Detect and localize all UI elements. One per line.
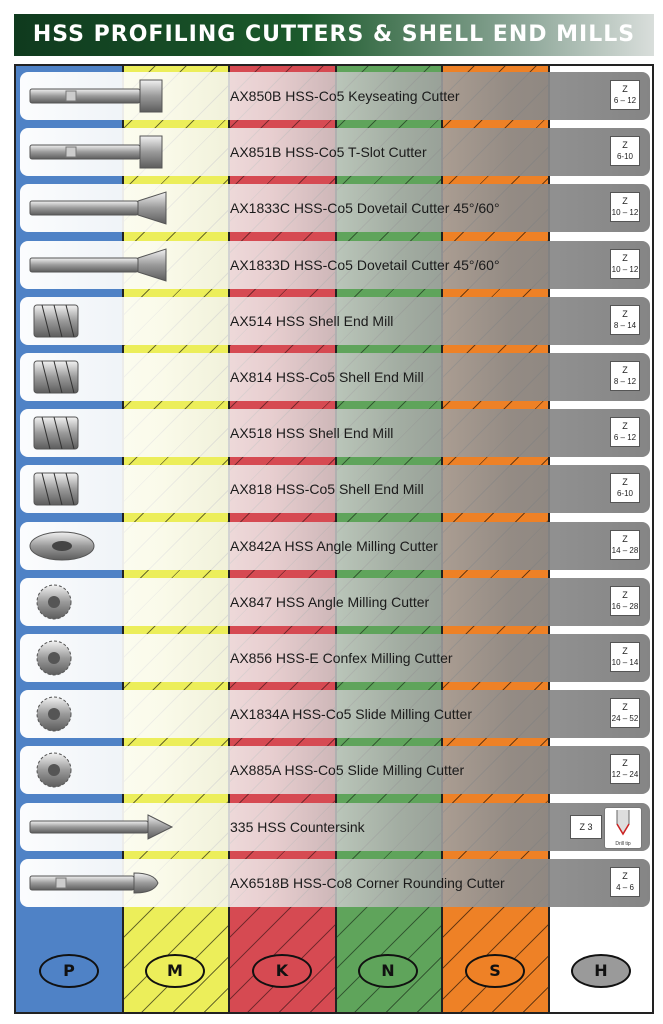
material-badge-m: M xyxy=(145,954,205,988)
teeth-label: Z xyxy=(622,365,628,375)
product-name: AX818 HSS-Co5 Shell End Mill xyxy=(230,481,424,498)
shell-end-mill-icon xyxy=(26,471,176,507)
dovetail-cutter-icon xyxy=(26,190,176,226)
angle-cutter-icon xyxy=(26,528,176,564)
teeth-range: 14 – 28 xyxy=(611,545,639,555)
page-title: HSS PROFILING CUTTERS & SHELL END MILLS xyxy=(14,14,654,56)
material-badge-s: S xyxy=(465,954,525,988)
product-name: AX885A HSS-Co5 Slide Milling Cutter xyxy=(230,762,465,779)
keyseat-cutter-icon xyxy=(26,78,176,114)
product-name: AX814 HSS-Co5 Shell End Mill xyxy=(230,369,424,385)
drill-tip-label: Drill tip xyxy=(615,840,631,847)
product-name: AX1833D HSS-Co5 Dovetail Cutter 45°/60° xyxy=(230,256,500,273)
teeth-range: 10 – 12 xyxy=(611,208,639,218)
product-name: AX1833C HSS-Co5 Dovetail Cutter 45°/60° xyxy=(230,200,500,217)
disc-cutter-icon xyxy=(26,752,176,788)
teeth-range: 8 – 14 xyxy=(613,320,637,330)
material-badge-h: H xyxy=(571,954,631,988)
product-name: AX842A HSS Angle Milling Cutter xyxy=(230,537,438,554)
corner-rounding-cutter-icon xyxy=(26,865,176,901)
product-name: AX847 HSS Angle Milling Cutter xyxy=(230,593,430,610)
material-badge-n: N xyxy=(358,954,418,988)
teeth-label: Z xyxy=(622,589,628,600)
shell-end-mill-icon xyxy=(26,415,176,451)
teeth-label: Z xyxy=(622,308,628,319)
product-row: AX856 HSS-E Confex Milling Cutter Z 10 – 1… xyxy=(20,634,650,682)
teeth-range: 6-10 xyxy=(616,489,633,499)
countersink-icon xyxy=(26,809,176,845)
teeth-label: Z xyxy=(622,533,628,544)
teeth-range: 6 – 12 xyxy=(613,96,637,105)
teeth-range: 6-10 xyxy=(616,152,633,162)
teeth-label: Z xyxy=(622,702,628,713)
product-row: AX850B HSS-Co5 Keyseating Cutter Z 6 – 12 xyxy=(20,72,650,120)
disc-cutter-icon xyxy=(26,696,176,732)
product-name: 335 HSS Countersink xyxy=(230,818,365,835)
product-row: 335 HSS Countersink Z 3 Drill tip xyxy=(20,802,650,851)
teeth-range: 8 – 12 xyxy=(613,377,637,386)
teeth-range: 6 – 12 xyxy=(613,433,637,443)
teeth-label: Z xyxy=(622,758,628,769)
shell-end-mill-icon xyxy=(26,359,176,395)
disc-cutter-icon xyxy=(26,640,176,676)
teeth-count-badge: Z 3 xyxy=(570,814,602,839)
teeth-count-badge: Z 6 – 12 xyxy=(610,80,640,110)
teeth-range: 4 – 6 xyxy=(616,882,634,892)
product-row: AX1833C HSS-Co5 Dovetail Cutter 45°/60° Z… xyxy=(20,184,650,233)
teeth-count-badge: Z 8 – 12 xyxy=(610,361,640,391)
drill-tip-icon: Drill tip xyxy=(604,806,642,849)
teeth-label: Z xyxy=(622,196,628,207)
teeth-range: 16 – 28 xyxy=(611,601,639,611)
product-name: AX1834A HSS-Co5 Slide Milling Cutter xyxy=(230,706,473,723)
teeth-label: Z xyxy=(622,252,628,263)
product-name: AX6518B HSS-Co8 Corner Rounding Cutter xyxy=(230,874,505,891)
shell-end-mill-icon xyxy=(26,303,176,339)
material-badge-p: P xyxy=(39,954,99,988)
product-name: AX518 HSS Shell End Mill xyxy=(230,425,394,442)
product-name: AX514 HSS Shell End Mill xyxy=(230,312,394,329)
teeth-label: Z xyxy=(622,84,628,94)
product-row: AX1833D HSS-Co5 Dovetail Cutter 45°/60° Z… xyxy=(20,240,650,289)
material-badge-k: K xyxy=(252,954,312,988)
disc-cutter-icon xyxy=(26,584,176,620)
teeth-count-badge: Z 10 – 14 xyxy=(610,642,640,672)
teeth-label: Z xyxy=(622,421,628,432)
tslot-cutter-icon xyxy=(26,134,176,170)
teeth-label: Z xyxy=(622,646,628,656)
teeth-label: Z xyxy=(622,477,628,488)
product-name: AX850B HSS-Co5 Keyseating Cutter xyxy=(230,88,460,104)
teeth-range: 10 – 12 xyxy=(611,264,639,274)
product-name: AX851B HSS-Co5 T-Slot Cutter xyxy=(230,144,427,161)
teeth-label: Z xyxy=(622,140,628,151)
teeth-range: 10 – 14 xyxy=(611,658,639,667)
teeth-range: 24 – 52 xyxy=(611,714,639,724)
product-name: AX856 HSS-E Confex Milling Cutter xyxy=(230,650,453,666)
teeth-label: Z xyxy=(622,870,628,881)
product-row: AX814 HSS-Co5 Shell End Mill Z 8 – 12 xyxy=(20,353,650,401)
teeth-range: 12 – 24 xyxy=(611,770,639,780)
dovetail-cutter-icon xyxy=(26,247,176,283)
